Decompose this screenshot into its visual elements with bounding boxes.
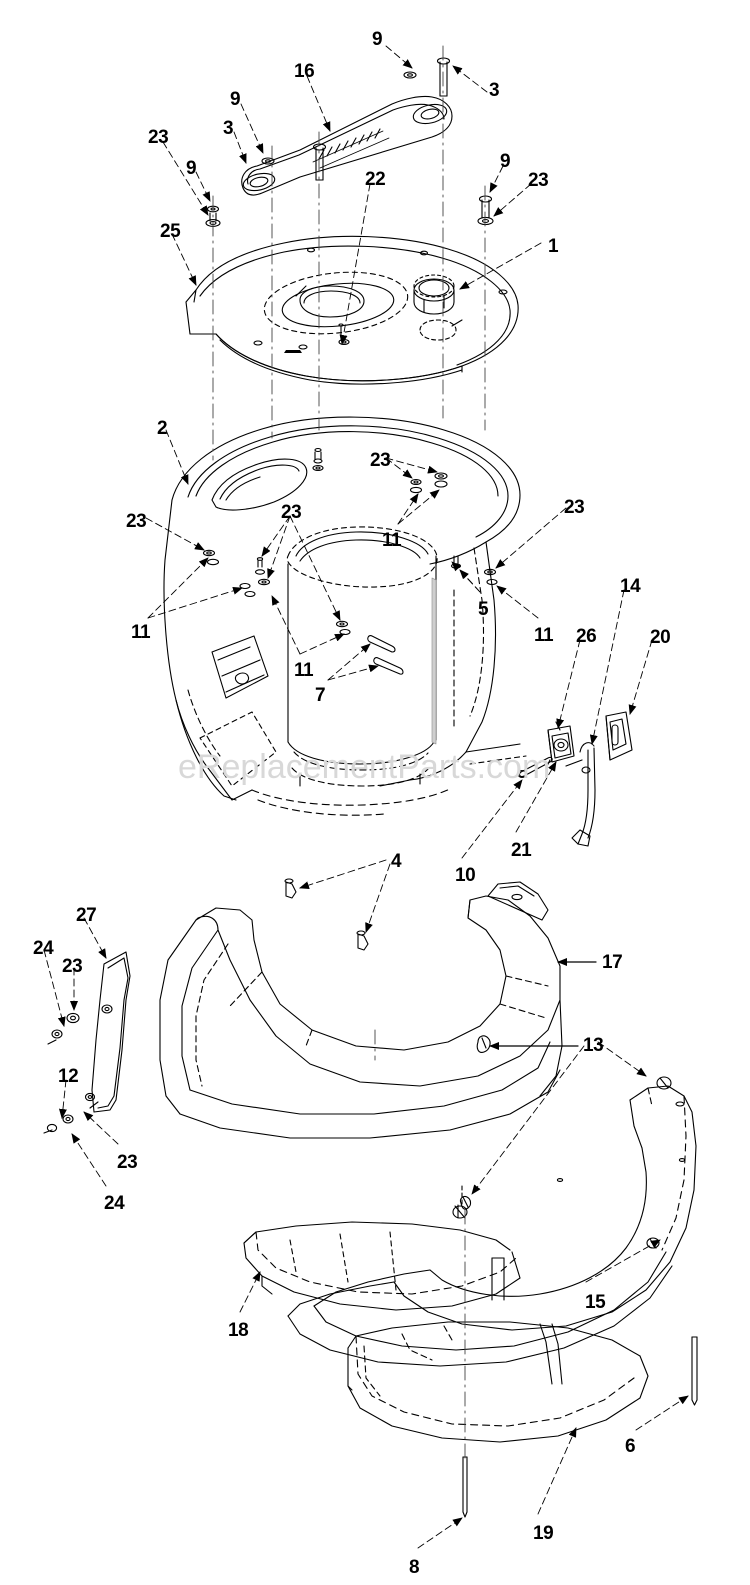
part-side-bracket [84, 951, 131, 1113]
part-main-tub [163, 416, 527, 816]
callout-11-tub-right[interactable]: 11 [534, 625, 554, 646]
callout-19-lower-trim[interactable]: 19 [533, 1523, 554, 1544]
part-latch-plate [605, 711, 633, 761]
part-lower-trim [347, 1321, 649, 1443]
callout-22-top-cover-detail[interactable]: 22 [365, 169, 386, 190]
callout-14-rod[interactable]: 14 [620, 576, 641, 597]
callout-9-right-lower[interactable]: 9 [500, 151, 511, 172]
part-fuel-cap [413, 274, 463, 341]
callout-10-link[interactable]: 10 [455, 865, 476, 886]
callout-24-lower[interactable]: 24 [104, 1193, 125, 1214]
callout-11-tub-inner[interactable]: 11 [382, 530, 402, 551]
tub-fasteners [202, 447, 498, 636]
callout-9-left-upper[interactable]: 9 [230, 89, 241, 110]
part-trim-pin-right [691, 1336, 698, 1406]
callout-23-upper-left[interactable]: 23 [148, 127, 169, 148]
part-top-cover [185, 235, 519, 385]
callout-23-tub-center[interactable]: 23 [281, 502, 302, 523]
callout-20-latch-plate[interactable]: 20 [650, 627, 671, 648]
part-front-hood [159, 878, 563, 1139]
callout-1-fuel-cap[interactable]: 1 [548, 236, 559, 257]
callout-23-tub-right[interactable]: 23 [564, 497, 585, 518]
callout-2-main-tub[interactable]: 2 [157, 418, 168, 439]
part-hood-screw-left [284, 878, 297, 899]
callout-25-top-cover-edge[interactable]: 25 [160, 221, 181, 242]
callout-11-tub-left[interactable]: 11 [131, 622, 151, 643]
callout-9-top-center[interactable]: 9 [372, 29, 383, 50]
part-trim-pin-bottom [462, 1456, 468, 1518]
part-tub-hook-1 [367, 635, 396, 653]
part-tub-hook-2 [373, 657, 404, 675]
part-carry-handle [241, 95, 453, 196]
callout-26-hinge[interactable]: 26 [576, 626, 597, 647]
callout-9-left-lower[interactable]: 9 [186, 158, 197, 179]
callout-5-tub-flange[interactable]: 5 [478, 599, 489, 620]
part-support-rod [565, 742, 596, 847]
part-panel-clip-a [459, 1195, 472, 1210]
callout-7-tub-hooks[interactable]: 7 [315, 685, 326, 706]
part-handle-bolt-right [436, 57, 451, 97]
part-handle-washer-1 [403, 71, 417, 79]
part-upper-trim [243, 1221, 521, 1311]
callout-18-upper-trim[interactable]: 18 [228, 1320, 249, 1341]
callout-21-pin[interactable]: 21 [511, 840, 532, 861]
callout-23-tub-left[interactable]: 23 [126, 511, 147, 532]
callout-12-bracket-lower[interactable]: 12 [58, 1066, 79, 1087]
callout-13-clips[interactable]: 13 [583, 1035, 604, 1056]
bracket-fasteners [43, 1012, 80, 1134]
part-hood-screw-right [356, 930, 369, 951]
callout-23-upper-right[interactable]: 23 [528, 170, 549, 191]
part-hinge-link [517, 756, 553, 778]
part-handle-washer-2 [261, 157, 275, 165]
callout-4-screws-hood[interactable]: 4 [391, 851, 402, 872]
part-hinge-assembly [545, 721, 575, 769]
callout-23-bracket-lower[interactable]: 23 [117, 1152, 138, 1173]
callout-24-upper[interactable]: 24 [33, 938, 54, 959]
callout-11-tub-bottom[interactable]: 11 [294, 660, 314, 681]
callout-27-bracket[interactable]: 27 [76, 905, 97, 926]
callout-3-right[interactable]: 3 [489, 80, 500, 101]
part-rear-panel [287, 1076, 697, 1367]
callout-3-left[interactable]: 3 [223, 118, 234, 139]
callout-15-rear-panel[interactable]: 15 [585, 1292, 606, 1313]
part-screw-right-upper [477, 195, 494, 226]
part-handle-bolt-left [312, 143, 327, 181]
callout-16-handle[interactable]: 16 [294, 61, 315, 82]
callout-6-pin-right[interactable]: 6 [625, 1436, 636, 1457]
callout-23-tub-inner[interactable]: 23 [370, 450, 391, 471]
callout-17-front-hood[interactable]: 17 [602, 952, 623, 973]
callout-23-bracket-upper[interactable]: 23 [62, 956, 83, 977]
callout-8-pin-bottom[interactable]: 8 [409, 1557, 420, 1578]
